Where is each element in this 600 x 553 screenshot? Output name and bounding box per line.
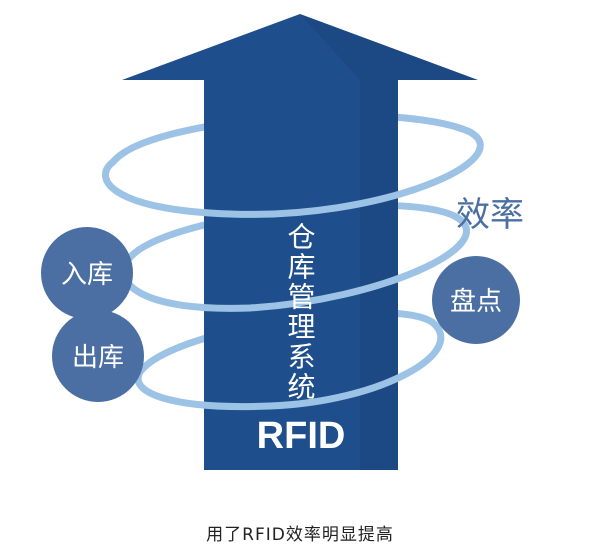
- badge-outbound-circle: [52, 310, 144, 402]
- badge-inventory-label: 盘点: [450, 287, 502, 317]
- arrow-shape: [122, 14, 478, 470]
- arrow: [122, 14, 478, 470]
- badge-inbound: 入库: [41, 227, 133, 319]
- badge-inbound-circle: [41, 227, 133, 319]
- arrow-vertical-label: 仓库管理系统: [284, 222, 317, 402]
- figure-caption: 用了RFID效率明显提高: [206, 525, 394, 545]
- ring-1-front: [102, 128, 484, 218]
- efficiency-label: 效率: [456, 195, 524, 235]
- badge-inbound-label: 入库: [61, 260, 113, 290]
- arrow-shade: [300, 14, 478, 470]
- badge-inventory-circle: [432, 256, 520, 344]
- badge-inventory: 盘点: [432, 256, 520, 344]
- badge-outbound: 出库: [52, 310, 144, 402]
- ring-3-front: [134, 318, 445, 411]
- rfid-label: RFID: [257, 415, 346, 457]
- badge-outbound-label: 出库: [72, 343, 124, 373]
